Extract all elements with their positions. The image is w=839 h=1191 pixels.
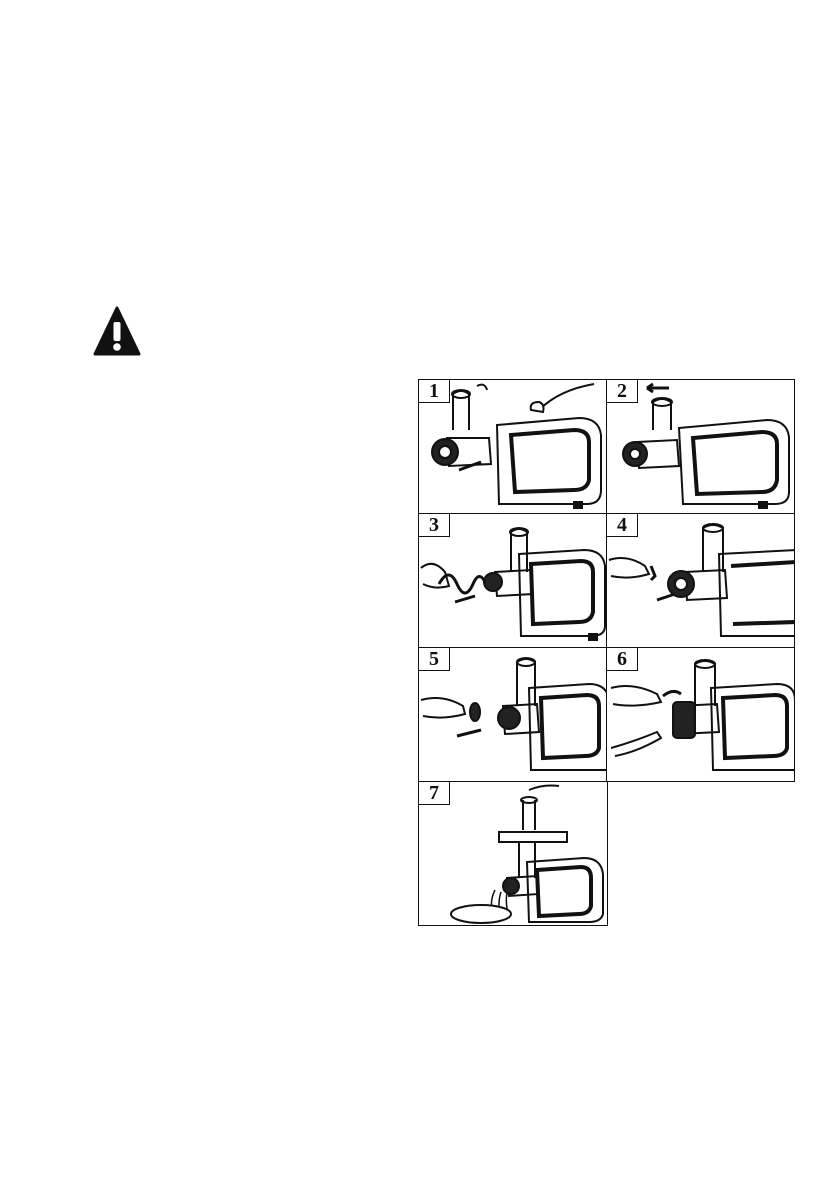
step-3-panel: 3 [418,513,608,648]
step-number: 6 [607,648,638,671]
warning-triangle-icon [93,306,141,358]
step-number: 3 [419,514,450,537]
step-2-panel: 2 [606,379,795,514]
step-number: 7 [419,782,450,805]
step-4-panel: 4 [606,513,795,648]
step-number: 2 [607,380,638,403]
step-number: 1 [419,380,450,403]
step-5-panel: 5 [418,647,608,782]
step-7-panel: 7 [418,781,608,926]
step-number: 5 [419,648,450,671]
assembly-steps-grid: 1 2 [418,379,795,926]
step-6-panel: 6 [606,647,795,782]
step-number: 4 [607,514,638,537]
step-1-panel: 1 [418,379,608,514]
